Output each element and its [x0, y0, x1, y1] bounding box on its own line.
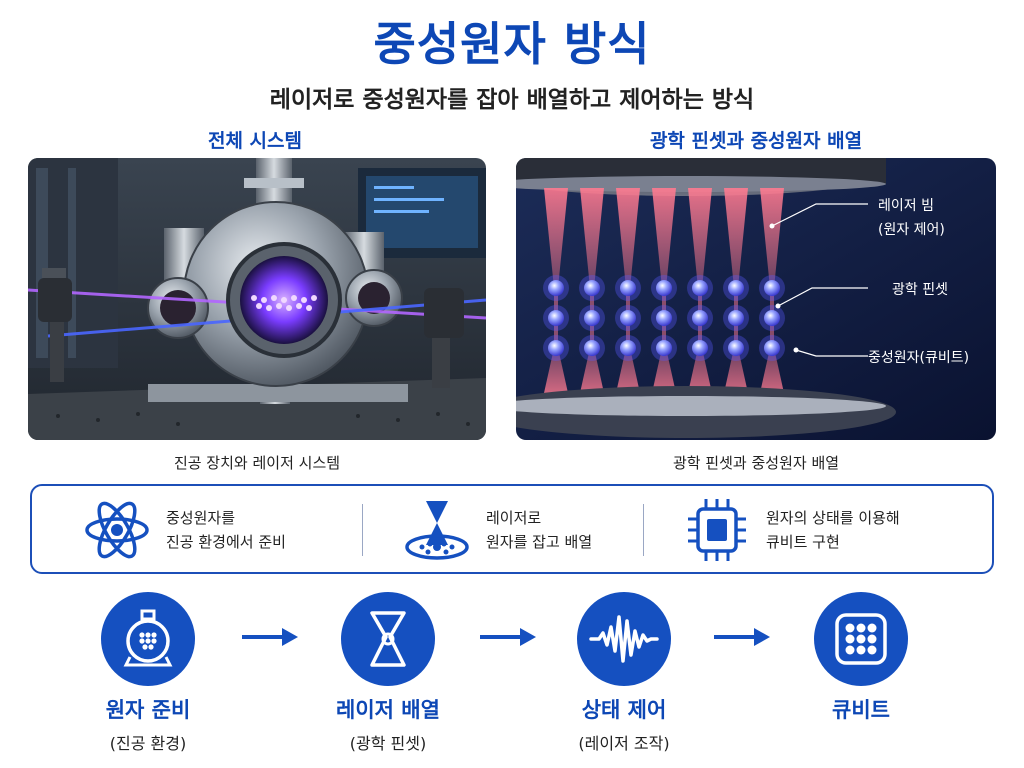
- atom-array: [543, 275, 785, 361]
- neutral-atom: [548, 280, 564, 296]
- step-1-sub: (진공 환경): [109, 734, 187, 753]
- neutral-atom: [656, 310, 672, 326]
- neutral-atom: [584, 340, 600, 356]
- step-laser-array: 레이저 배열 (광학 핀셋): [298, 592, 478, 754]
- neutral-atom: [548, 340, 564, 356]
- tweezer-array-image: 레이저 빔 (원자 제어) 광학 핀셋 중성원자(큐비트): [516, 158, 996, 440]
- neutral-atom: [728, 340, 744, 356]
- qubit-grid-icon: [835, 613, 887, 665]
- info-item-prepare: 중성원자를 진공 환경에서 준비: [82, 496, 286, 564]
- neutral-atom: [584, 280, 600, 296]
- neutral-atom: [692, 280, 708, 296]
- neutral-atom: [584, 310, 600, 326]
- arrow-right-icon: [242, 628, 298, 646]
- vacuum-system-image: [28, 158, 486, 440]
- neutral-atom: [656, 340, 672, 356]
- hourglass-beam-icon: [370, 611, 406, 667]
- right-panel-title: 광학 핀셋과 중성원자 배열: [649, 130, 863, 152]
- neutral-atom: [728, 280, 744, 296]
- neutral-atom: [620, 280, 636, 296]
- neutral-atom: [728, 310, 744, 326]
- vacuum-chamber-icon: [123, 609, 173, 667]
- laser-beam-upper: [580, 188, 604, 288]
- neutral-atom: [692, 340, 708, 356]
- info-box: 중성원자를 진공 환경에서 준비 레이저로 원자를 잡고 배열: [30, 484, 994, 574]
- step-1-label: 원자 준비: [105, 698, 191, 722]
- laser-trap-icon: [405, 501, 469, 560]
- left-panel-title: 전체 시스템: [207, 130, 302, 152]
- step-3-label: 상태 제어: [581, 698, 667, 722]
- step-state-control: 상태 제어 (레이저 조작): [534, 592, 714, 754]
- label-laser-beam: 레이저 빔: [878, 198, 934, 214]
- neutral-atom: [764, 310, 780, 326]
- label-optical-tweezer: 광학 핀셋: [892, 282, 948, 298]
- arrow-right-icon: [714, 628, 770, 646]
- step-2-sub: (광학 핀셋): [349, 734, 427, 753]
- waveform-icon: [589, 615, 659, 663]
- step-4-label: 큐비트: [832, 698, 890, 722]
- info-item-trap: 레이저로 원자를 잡고 배열: [402, 496, 592, 564]
- info-trap-line2: 원자를 잡고 배열: [486, 533, 593, 551]
- info-qubit-line2: 큐비트 구현: [766, 533, 840, 551]
- neutral-atom: [620, 340, 636, 356]
- info-item-qubit: 원자의 상태를 이용해 큐비트 구현: [682, 496, 900, 564]
- page-subtitle: 레이저로 중성원자를 잡아 배열하고 제어하는 방식: [269, 87, 755, 113]
- info-prepare-line1: 중성원자를: [166, 509, 236, 527]
- info-prepare-line2: 진공 환경에서 준비: [166, 533, 286, 551]
- arrow-right-icon: [480, 628, 536, 646]
- chip-icon: [688, 499, 746, 561]
- step-qubit: 큐비트: [771, 592, 951, 730]
- info-trap-line1: 레이저로: [486, 509, 542, 527]
- laser-beam-upper: [616, 188, 640, 288]
- page-title: 중성원자 방식: [373, 17, 651, 71]
- left-panel-caption: 진공 장치와 레이저 시스템: [173, 454, 341, 472]
- laser-beam-upper: [724, 188, 748, 288]
- atom-icon: [85, 501, 149, 559]
- label-neutral-atom: 중성원자(큐비트): [868, 350, 969, 366]
- neutral-atom: [692, 310, 708, 326]
- neutral-atom: [764, 280, 780, 296]
- laser-beam-upper: [652, 188, 676, 288]
- step-atom-prepare: 원자 준비 (진공 환경): [58, 592, 238, 754]
- laser-beam-upper: [760, 188, 784, 288]
- laser-beam-upper: [688, 188, 712, 288]
- neutral-atom: [764, 340, 780, 356]
- neutral-atom: [656, 280, 672, 296]
- label-atom-control: (원자 제어): [878, 222, 945, 238]
- laser-beam-lower: [542, 348, 570, 402]
- divider: [643, 504, 644, 556]
- divider: [362, 504, 363, 556]
- neutral-atom: [548, 310, 564, 326]
- neutral-atom: [620, 310, 636, 326]
- right-panel-caption: 광학 핀셋과 중성원자 배열: [672, 454, 840, 472]
- laser-beam-upper: [544, 188, 568, 288]
- info-qubit-line1: 원자의 상태를 이용해: [766, 509, 900, 527]
- step-2-label: 레이저 배열: [336, 698, 440, 722]
- step-3-sub: (레이저 조작): [578, 734, 670, 753]
